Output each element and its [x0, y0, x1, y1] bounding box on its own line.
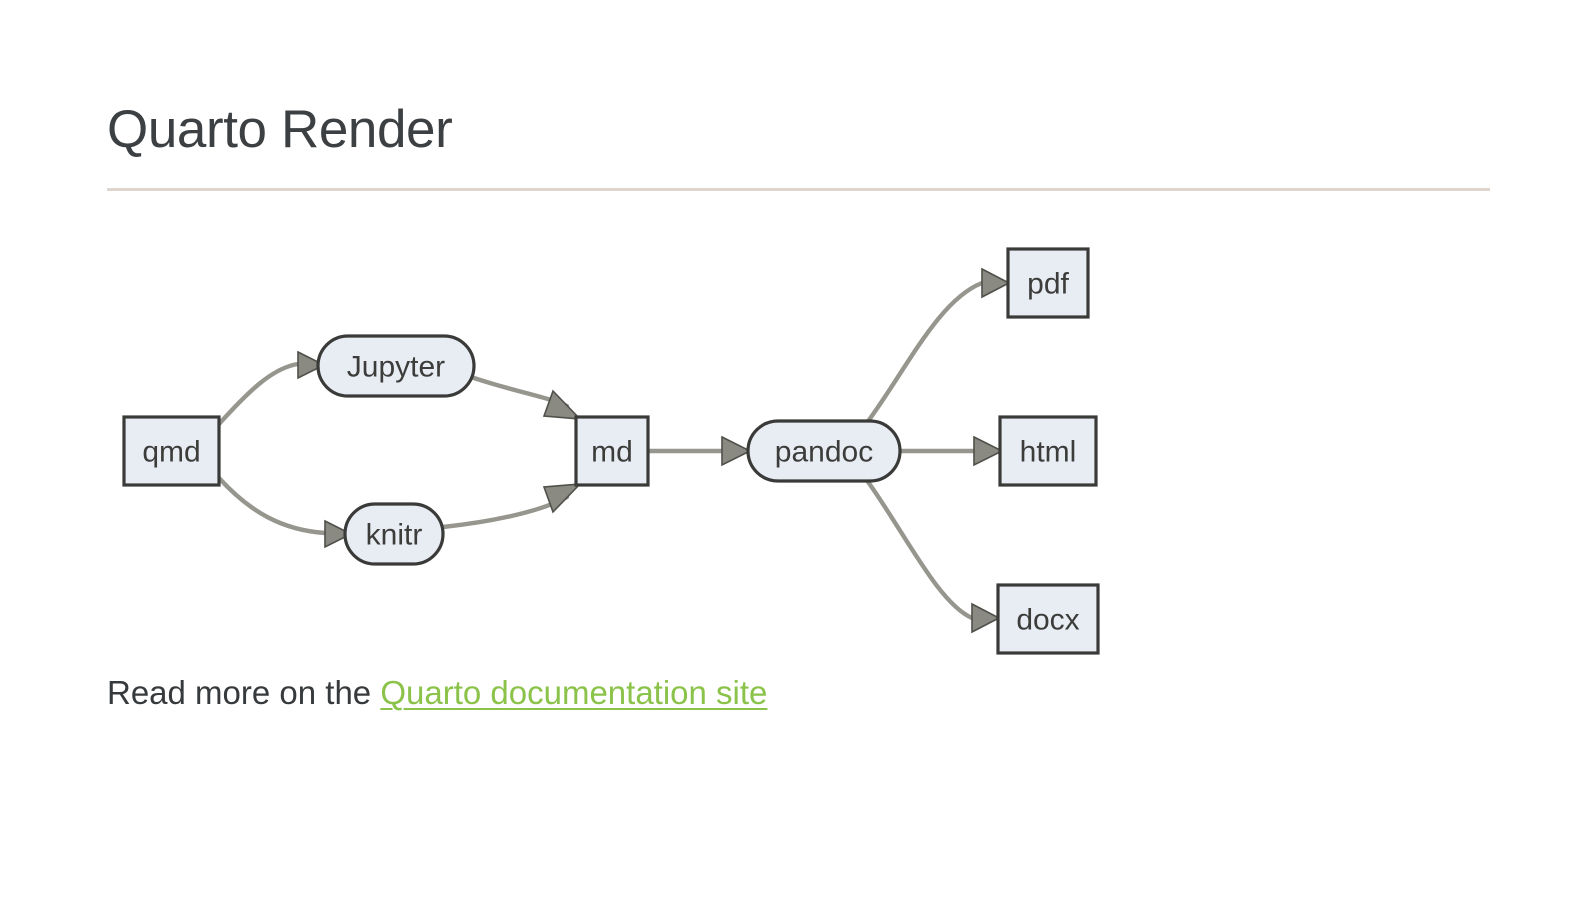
- read-more-paragraph: Read more on the Quarto documentation si…: [107, 671, 767, 716]
- node-pandoc[interactable]: pandoc: [746, 419, 902, 483]
- node-html[interactable]: html: [998, 415, 1098, 487]
- node-knitr-label: knitr: [366, 519, 423, 552]
- title-block: Quarto Render: [107, 100, 1490, 161]
- node-md[interactable]: md: [574, 415, 650, 487]
- node-knitr[interactable]: knitr: [343, 502, 445, 566]
- edge-knitr-md: [440, 483, 583, 530]
- edge-pandoc-html: [897, 435, 1004, 467]
- node-docx-label: docx: [1016, 604, 1079, 637]
- node-docx[interactable]: docx: [996, 583, 1100, 655]
- node-jupyter-label: Jupyter: [347, 351, 445, 384]
- edge-pandoc-pdf: [863, 267, 1011, 427]
- edge-pandoc-docx: [863, 476, 1001, 634]
- edge-qmd-jupyter: [216, 350, 326, 427]
- quarto-documentation-link[interactable]: Quarto documentation site: [380, 674, 768, 711]
- page-title: Quarto Render: [107, 100, 453, 159]
- read-more-lead-text: Read more on the: [107, 674, 381, 711]
- title-divider: [107, 188, 1490, 191]
- node-qmd[interactable]: qmd: [122, 415, 221, 487]
- node-pdf-label: pdf: [1027, 268, 1069, 301]
- node-jupyter[interactable]: Jupyter: [316, 334, 476, 398]
- edge-qmd-knitr: [216, 475, 353, 549]
- node-md-label: md: [591, 436, 633, 469]
- node-pdf[interactable]: pdf: [1006, 247, 1090, 319]
- node-qmd-label: qmd: [142, 436, 200, 469]
- edge-jupyter-md: [471, 375, 583, 420]
- node-pandoc-label: pandoc: [775, 436, 873, 469]
- node-html-label: html: [1020, 436, 1077, 469]
- edge-md-pandoc: [645, 435, 752, 467]
